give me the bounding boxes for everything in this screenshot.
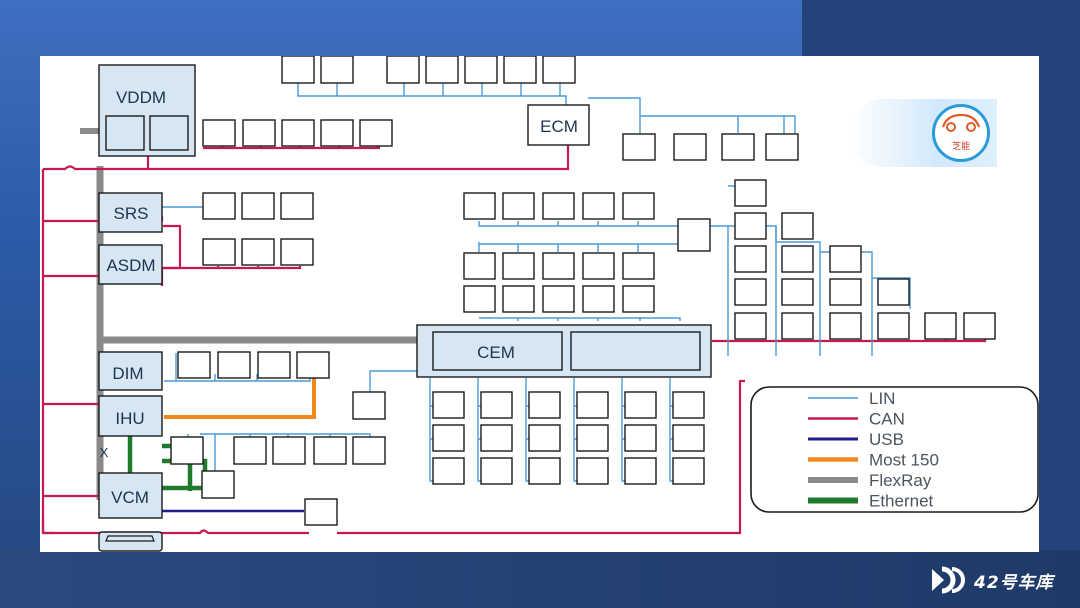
ecm-label: ECM — [540, 117, 578, 136]
car-logo-icon — [941, 113, 981, 132]
logo-text: 芝能 — [951, 142, 970, 152]
vcm-module — [98, 472, 163, 519]
ihu-module — [98, 395, 163, 437]
background-bottom-band — [0, 550, 1080, 608]
vddm-label: VDDM — [116, 88, 166, 107]
cem-label: CEM — [477, 343, 515, 362]
brand-watermark: 42号车库 — [930, 563, 1054, 597]
dim-module — [98, 351, 163, 391]
dim-label: DIM — [112, 364, 143, 383]
legend-label-lin: LIN — [869, 389, 895, 408]
x-mark-label: X — [100, 445, 109, 460]
vcm-label: VCM — [111, 488, 149, 507]
legend-label-flexray: FlexRay — [869, 471, 932, 490]
vehicle-network-diagram: VDDM ECM SRS ASDM CEM DIM IHU VCM X LIN C… — [41, 56, 1039, 552]
ihu-label: IHU — [115, 409, 144, 428]
most150-lines — [164, 378, 316, 419]
asdm-module — [98, 244, 163, 285]
srs-label: SRS — [114, 204, 149, 223]
legend-label-usb: USB — [869, 430, 904, 449]
brand-name: 42号车库 — [974, 572, 1054, 593]
module-boxes — [98, 64, 712, 552]
ecm-module — [527, 104, 590, 146]
logo-badge: 芝能 — [932, 104, 990, 162]
legend-label-ethernet: Ethernet — [869, 492, 934, 511]
node-boxes — [170, 56, 996, 526]
srs-module — [98, 192, 163, 233]
asdm-label: ASDM — [106, 256, 155, 275]
brand-logo-icon — [932, 566, 965, 594]
legend-label-most-150: Most 150 — [869, 451, 939, 470]
legend-label-can: CAN — [869, 410, 905, 429]
